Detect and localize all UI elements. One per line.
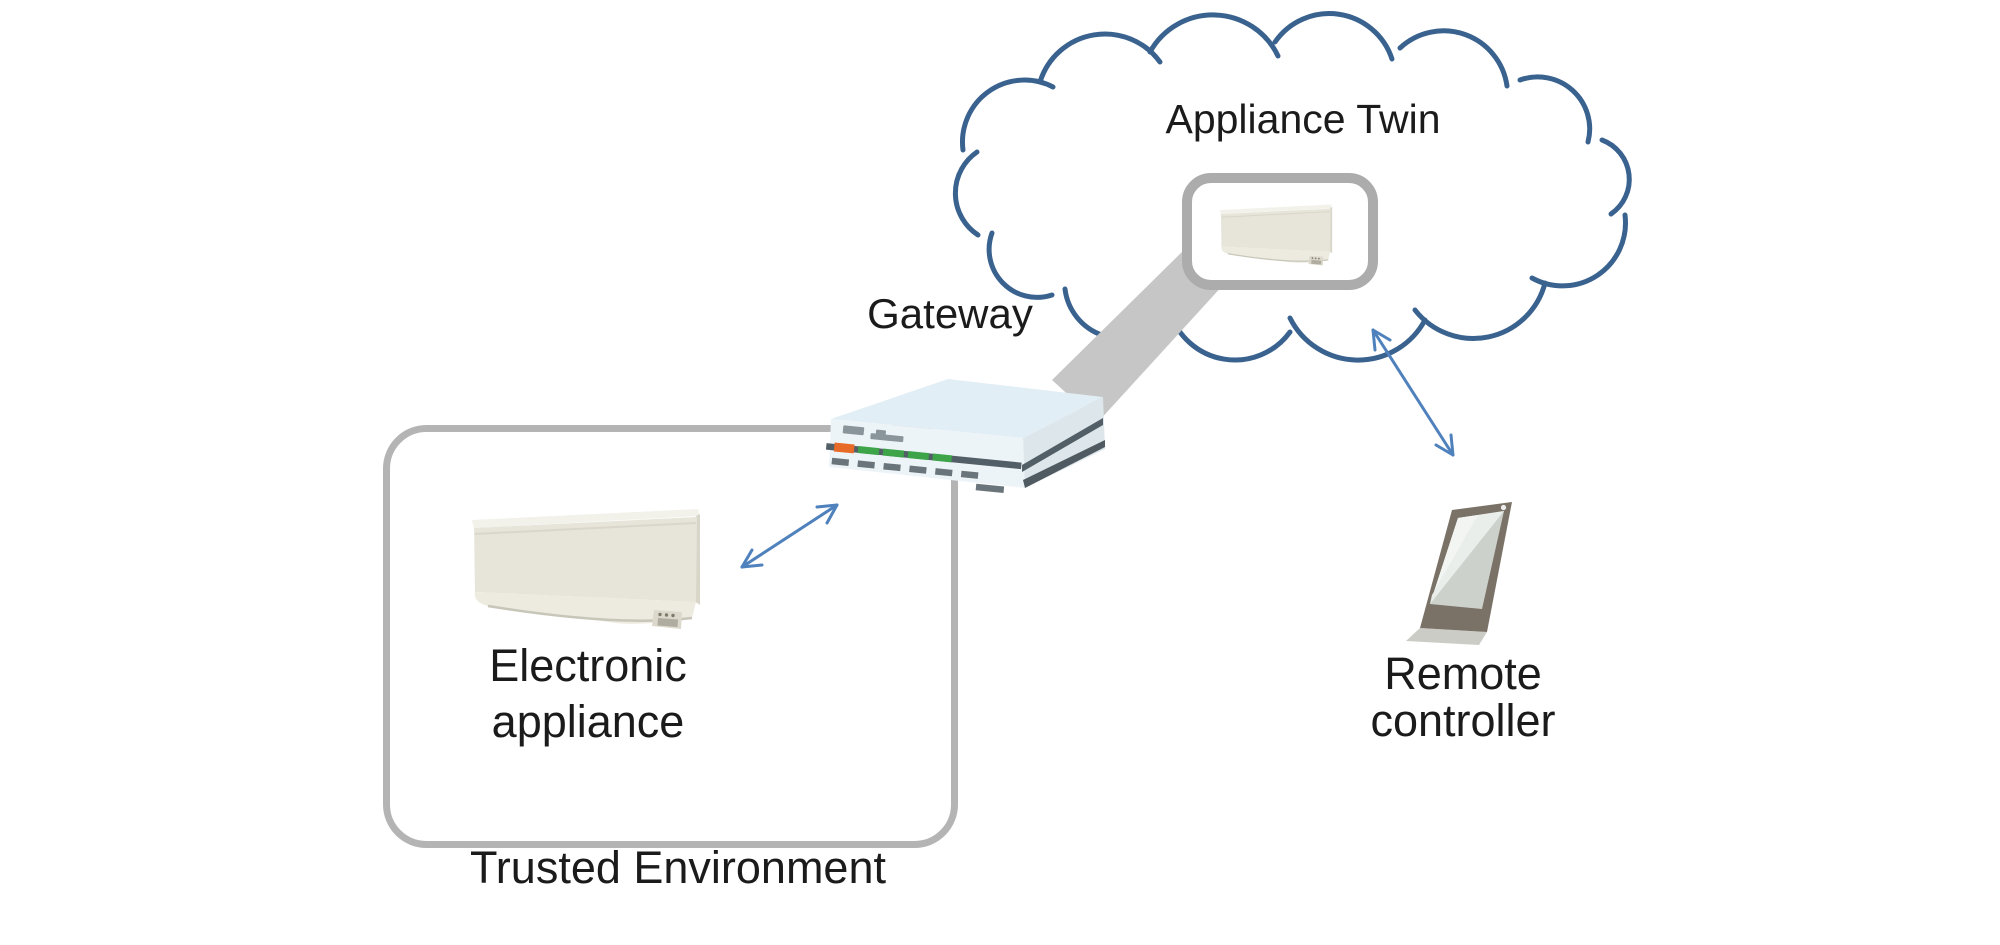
gateway-led-orange <box>833 442 855 454</box>
trusted-environment-label: Trusted Environment <box>469 842 886 893</box>
trusted-environment-box <box>383 425 958 848</box>
smartphone-icon <box>1406 502 1512 645</box>
gateway-router-icon <box>825 379 1105 493</box>
electronic-appliance-label: Electronic appliance <box>489 640 687 747</box>
remote-controller-label: Remote controller <box>1370 648 1556 746</box>
gateway-led-green <box>857 446 880 456</box>
cloud-remote-arrow <box>1371 328 1455 457</box>
gateway-cloud-connector <box>1052 246 1224 422</box>
connection-arrows <box>740 328 1455 569</box>
phone-camera-dot <box>1500 504 1507 511</box>
gateway-label: Gateway <box>867 290 1033 337</box>
appliance-twin-label: Appliance Twin <box>1165 96 1441 142</box>
appliance-gateway-arrow <box>740 503 839 569</box>
